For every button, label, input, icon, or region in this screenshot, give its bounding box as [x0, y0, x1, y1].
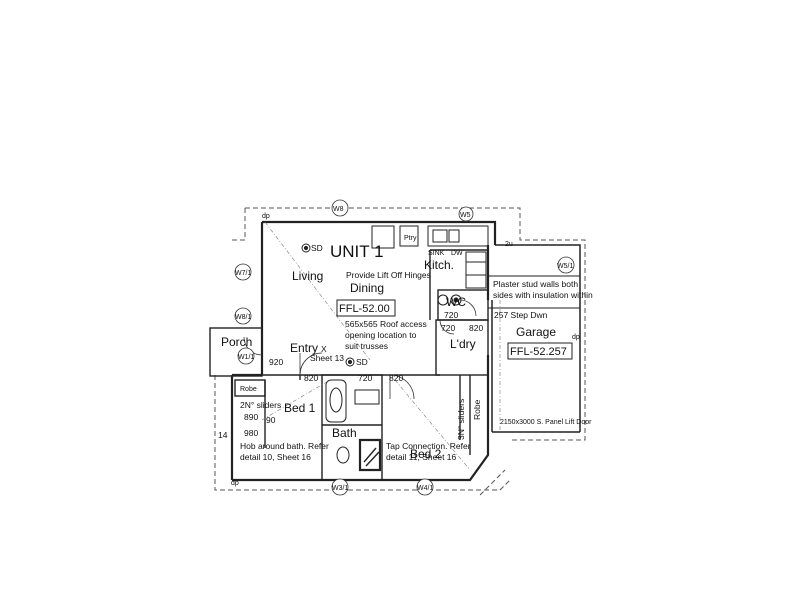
dim-980: 980: [244, 428, 258, 438]
smoke-detector-label-2: SD: [356, 357, 368, 367]
note-roof-access-2: opening location to: [345, 330, 417, 340]
room-pantry: Ptry: [404, 235, 417, 242]
entry-mark: X: [321, 344, 327, 354]
window-w7: W7/1: [235, 270, 251, 277]
window-w8-top: W8: [333, 206, 344, 213]
note-tap-1: Tap Connection. Refer: [386, 441, 471, 451]
garage-walls: [491, 244, 581, 433]
room-wc: WC: [446, 295, 466, 309]
room-bath: Bath: [332, 426, 357, 440]
internal-walls: [234, 249, 489, 481]
downpipe-label-1: dp: [262, 213, 270, 220]
room-bed1: Bed 1: [284, 401, 316, 415]
note-hob-1: Hob around bath. Refer: [240, 441, 329, 451]
window-w5: W5: [460, 212, 471, 219]
note-roof-access-1: 565x565 Roof access: [345, 319, 427, 329]
window-w3: W3/1: [332, 485, 348, 492]
level-boxes: [336, 275, 581, 360]
room-living: Living: [292, 269, 323, 283]
dim-820-hall: 820: [389, 373, 403, 383]
window-w1: W1/1: [238, 354, 254, 361]
level-main: FFL-52.00: [339, 303, 390, 315]
room-laundry: L'dry: [450, 337, 476, 351]
note-sheet13: Sheet 13: [310, 353, 344, 363]
window-markers: [234, 199, 575, 496]
unit-title: UNIT 1: [330, 242, 384, 261]
dim-820-entry: 820: [304, 373, 318, 383]
note-tap-2: detail 11, Sheet 16: [386, 452, 457, 462]
dim-820-ldry: 820: [469, 323, 483, 333]
bath-fixtures: [325, 294, 462, 472]
note-dw: DW: [451, 250, 463, 257]
downpipe-label-3: dp: [572, 334, 580, 341]
room-entry: Entry: [290, 341, 318, 355]
room-porch: Porch: [221, 335, 252, 349]
room-robe-2: Robe: [472, 399, 482, 420]
smoke-detector-label-1: SD: [311, 243, 323, 253]
note-plaster-1: Plaster stud walls both: [493, 279, 578, 289]
window-w8-left: W8/1: [235, 314, 251, 321]
window-w5-right: W5/1: [557, 263, 573, 270]
porch-outline: [209, 327, 263, 377]
smoke-detectors: [301, 243, 355, 367]
level-garage: FFL-52.257: [510, 346, 567, 358]
dim-720-wc: 720: [444, 310, 458, 320]
note-roof-access-3: suit trusses: [345, 341, 388, 351]
room-bed2: Bed 2: [410, 447, 442, 461]
room-dining: Dining: [350, 281, 384, 295]
note-step-down: 257 Step Dwn: [494, 310, 548, 320]
reference-lines: [261, 221, 501, 471]
dim-90: 90: [266, 415, 276, 425]
ws-mark: 2u: [505, 241, 513, 248]
note-plaster-2: sides with insulation within: [493, 290, 593, 300]
room-garage: Garage: [516, 325, 556, 339]
downpipe-label-2: dp: [231, 480, 239, 487]
dim-14: 14: [218, 430, 228, 440]
note-lift-off-hinges: Provide Lift Off Hinges: [346, 270, 431, 280]
room-kitchen: Kitch.: [424, 258, 454, 272]
note-sliders-bed1: 2N° sliders: [240, 400, 281, 410]
dim-890: 890: [244, 412, 258, 422]
dim-720-hall: 720: [358, 373, 372, 383]
kitchen-fixtures: [371, 225, 489, 289]
note-garage-door: 2150x3000 S. Panel Lift Door: [500, 419, 592, 426]
dim-720-ldry: 720: [441, 323, 455, 333]
note-hob-2: detail 10, Sheet 16: [240, 452, 311, 462]
note-sink: SINK: [428, 250, 445, 257]
dim-920: 920: [269, 357, 283, 367]
note-sliders-bed2: 3N° sliders: [456, 399, 466, 440]
room-robe-1: Robe: [240, 386, 257, 393]
window-w4: W4/1: [417, 485, 433, 492]
eaves-outline: [214, 207, 586, 496]
